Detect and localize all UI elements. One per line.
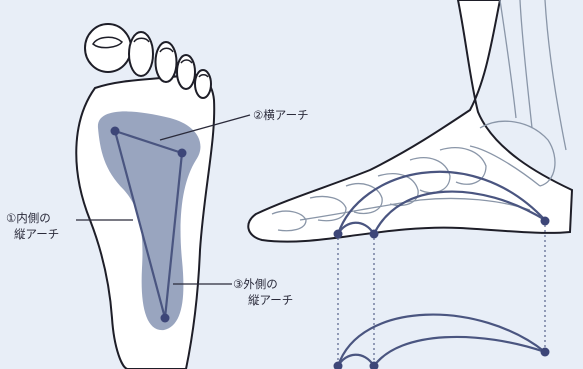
label-lateral-arch-line2: 縦アーチ [248,293,293,307]
side-point-heel [541,217,550,226]
arch-point-first-metatarsal [111,127,120,136]
label-medial-arch-line1: ①内側の [6,211,51,225]
foot-side-illustration [248,0,572,369]
arch-point-heel [161,314,170,323]
foot-sole-illustration [76,24,250,369]
proj-point-heel [541,348,550,357]
label-lateral-arch-line1: ③外側の [233,277,278,291]
arch-point-fifth-metatarsal [178,149,187,158]
projection-lines [338,225,545,362]
side-point-lateral [370,230,379,239]
side-point-medial [334,230,343,239]
arch-curves-projected [338,315,545,366]
label-transverse-arch: ②横アーチ [253,108,309,122]
label-medial-arch-line2: 縦アーチ [14,227,59,241]
